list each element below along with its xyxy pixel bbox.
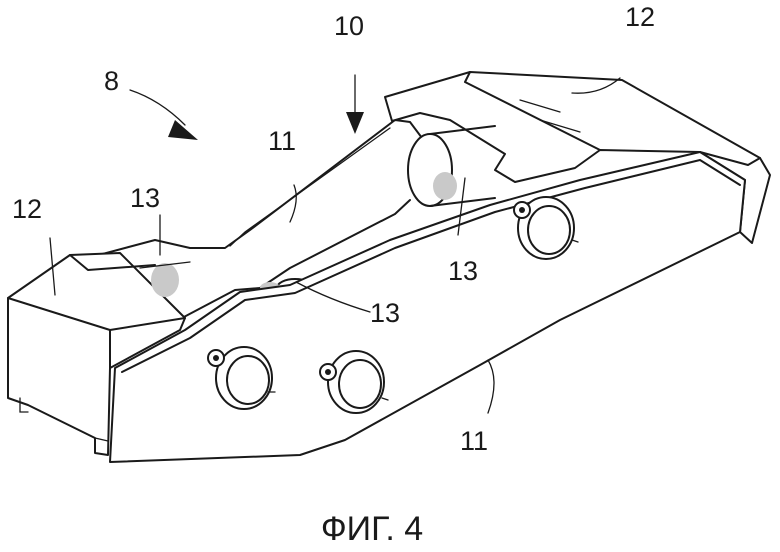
label-12-right: 12 [625, 2, 655, 32]
arrow-heads [168, 112, 364, 140]
label-8: 8 [104, 66, 119, 96]
label-13-center: 13 [448, 256, 478, 286]
label-13-middle: 13 [370, 298, 400, 328]
label-10: 10 [334, 11, 364, 41]
figure-caption: ФИГ. 4 [321, 510, 423, 548]
label-12-left: 12 [12, 194, 42, 224]
label-11-lower: 11 [460, 426, 488, 456]
label-11-upper: 11 [268, 126, 296, 156]
label-13-left: 13 [130, 183, 160, 213]
